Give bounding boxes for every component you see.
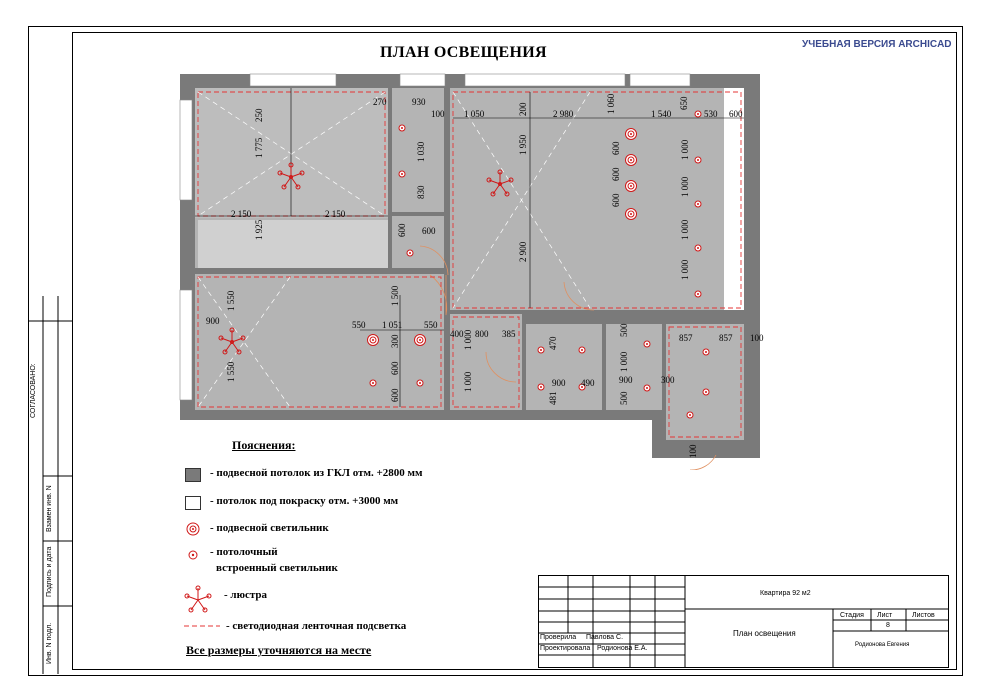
- drawing-frame-inner: [72, 32, 957, 670]
- designed-label: Проектировала: [540, 645, 591, 652]
- dim-label: 1 000: [463, 329, 473, 350]
- dim-label: 1 540: [651, 109, 672, 119]
- dim-label: 900: [619, 375, 633, 385]
- dim-label: 1 000: [680, 219, 690, 240]
- dim-label: 1 550: [226, 361, 236, 382]
- checked-name: Павлова С.: [586, 634, 624, 641]
- dim-label: 600: [390, 361, 400, 376]
- dim-label: 300: [661, 375, 675, 385]
- floor-plan: [179, 73, 760, 470]
- gkl-ceiling-swatch: [185, 468, 201, 482]
- legend-heading: Пояснения:: [232, 438, 296, 452]
- sheets-label: Листов: [912, 612, 935, 619]
- dim-label: 600: [729, 109, 743, 119]
- dim-label: 385: [502, 329, 516, 339]
- dimensions-note: Все размеры уточняются на месте: [186, 643, 372, 657]
- agreed-label: СОГЛАСОВАНО:: [30, 363, 37, 418]
- watermark: УЧЕБНАЯ ВЕРСИЯ ARCHICAD: [802, 39, 952, 50]
- dim-label: 100: [431, 109, 445, 119]
- dim-label: 600: [611, 167, 621, 182]
- sheet-label: Лист: [877, 612, 893, 619]
- dim-label: 100: [750, 333, 764, 343]
- dim-label: 600: [611, 193, 621, 208]
- dim-label: 600: [611, 141, 621, 156]
- dim-label: 857: [719, 333, 733, 343]
- dim-label: 1 775: [254, 137, 264, 158]
- sign-date-label: Подпись и дата: [46, 546, 53, 597]
- legend-item-gkl: - подвесной потолок из ГКЛ отм. +2800 мм: [210, 467, 423, 479]
- stage-label: Стадия: [840, 612, 864, 619]
- dim-label: 650: [679, 96, 689, 111]
- legend-item-led: - светодиодная ленточная подсветка: [226, 620, 407, 632]
- dim-label: 1 000: [619, 351, 629, 372]
- dim-label: 300: [390, 334, 400, 349]
- dim-label: 600: [397, 223, 407, 238]
- sheet-name: План освещения: [733, 629, 796, 638]
- dim-label: 100: [688, 444, 698, 459]
- swap-inv-label: Взамен инв. N: [46, 485, 53, 532]
- dim-label: 800: [475, 329, 489, 339]
- dim-label: 600: [422, 226, 436, 236]
- dim-label: 2 900: [518, 241, 528, 262]
- chandelier-icon: [184, 585, 212, 613]
- project-name: Квартира 92 м2: [760, 590, 811, 597]
- legend-item-paint: - потолок под покраску отм. +3000 мм: [210, 495, 399, 507]
- legend-item-chandelier: - люстра: [224, 589, 268, 601]
- dim-label: 900: [206, 316, 220, 326]
- dim-label: 1 000: [680, 259, 690, 280]
- author-name: Родионова Евгения: [855, 642, 910, 648]
- legend-item-spot-line1: - потолочный: [210, 546, 278, 558]
- legend-item-pendant: - подвесной светильник: [210, 522, 329, 534]
- dim-label: 530: [704, 109, 718, 119]
- side-stamp: [28, 296, 73, 674]
- dim-label: 1 000: [463, 371, 473, 392]
- page-title: ПЛАН ОСВЕЩЕНИЯ: [380, 44, 547, 61]
- dim-label: 1 030: [416, 141, 426, 162]
- dim-label: 930: [412, 97, 426, 107]
- dim-label: 830: [416, 185, 426, 200]
- dim-label: 400: [450, 329, 464, 339]
- drawing-frame-outer: [28, 26, 963, 676]
- dim-label: 1 500: [390, 285, 400, 306]
- pendant-lamp-icon: [186, 522, 200, 536]
- dim-label: 1 925: [254, 219, 264, 240]
- dim-label: 1 950: [518, 134, 528, 155]
- dim-label: 270: [373, 97, 387, 107]
- dim-label: 550: [352, 320, 366, 330]
- dim-label: 1 050: [464, 109, 485, 119]
- dim-label: 500: [619, 391, 629, 406]
- dim-label: 481: [548, 391, 558, 406]
- dim-label: 600: [390, 388, 400, 403]
- title-block: [538, 575, 949, 668]
- dim-label: 2 980: [553, 109, 574, 119]
- dim-label: 1 000: [680, 176, 690, 197]
- dim-label: 250: [254, 108, 264, 123]
- dim-label: 550: [424, 320, 438, 330]
- dim-label: 1 000: [680, 139, 690, 160]
- dim-label: 857: [679, 333, 693, 343]
- led-strip-icon: [184, 625, 220, 627]
- paint-ceiling-swatch: [185, 496, 201, 510]
- designed-name: Родионова Е.А.: [597, 645, 648, 652]
- checked-label: Проверила: [540, 634, 577, 641]
- dim-label: 200: [518, 102, 528, 117]
- dim-label: 900: [552, 378, 566, 388]
- dim-label: 490: [581, 378, 595, 388]
- dim-label: 2 150: [231, 209, 252, 219]
- dim-label: 1 051: [382, 320, 403, 330]
- sheet-number: 8: [886, 622, 890, 629]
- dim-label: 500: [619, 323, 629, 338]
- dim-label: 2 150: [325, 209, 346, 219]
- dim-label: 1 550: [226, 290, 236, 311]
- dim-label: 470: [548, 336, 558, 351]
- dim-label: 1 060: [606, 93, 616, 114]
- inv-orig-label: Инв. N подл.: [46, 622, 53, 664]
- legend-item-spot-line2: встроенный светильник: [216, 562, 338, 574]
- spot-lamp-icon: [188, 550, 198, 560]
